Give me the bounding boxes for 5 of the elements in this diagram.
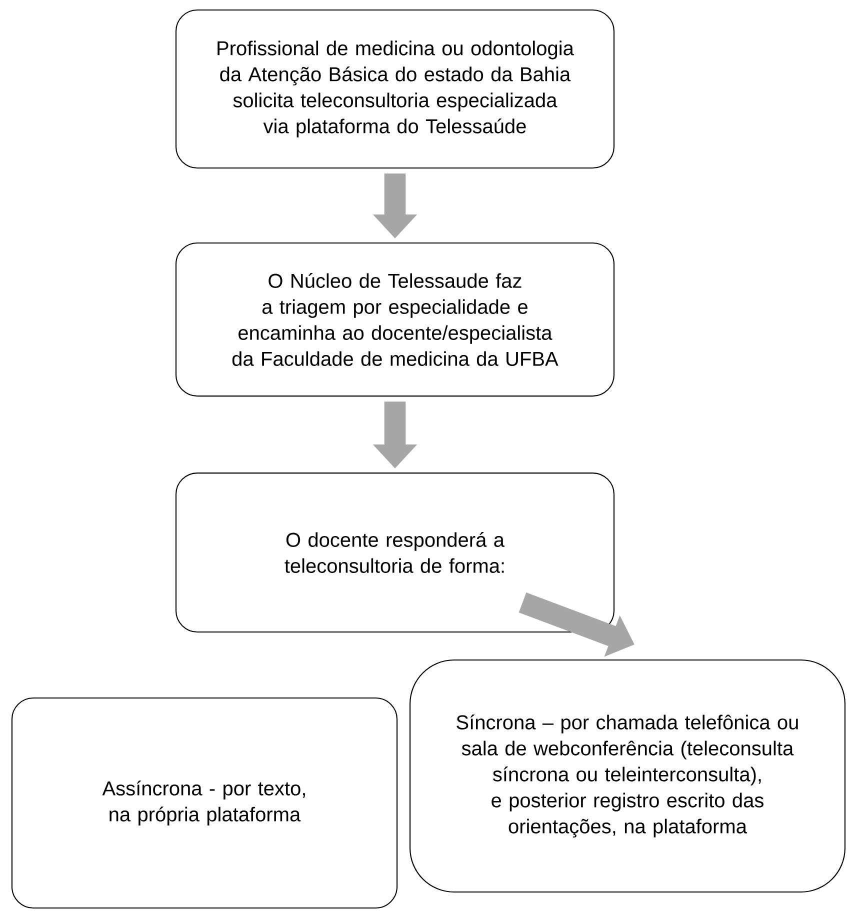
process-box: Assíncrona - por texto, na própria plataforma [11,697,398,909]
process-box: Síncrona – por chamada telefônica ou sala de webconferência (teleconsulta síncrona ou teleinterconsulta), e posterior registro escrito das orientações, na plataforma [410,659,846,893]
process-box: O docente responderá a teleconsultoria de forma: [175,472,615,633]
process-box: O Núcleo de Telessaude faz a triagem por especialidade e encaminha ao docente/especialista da Faculdade de medicina da UFBA [175,242,615,397]
process-box: Profissional de medicina ou odontologia da Atenção Básica do estado da Bahia solicita teleconsultoria especializada via plataforma do Telessaúde [175,9,615,169]
